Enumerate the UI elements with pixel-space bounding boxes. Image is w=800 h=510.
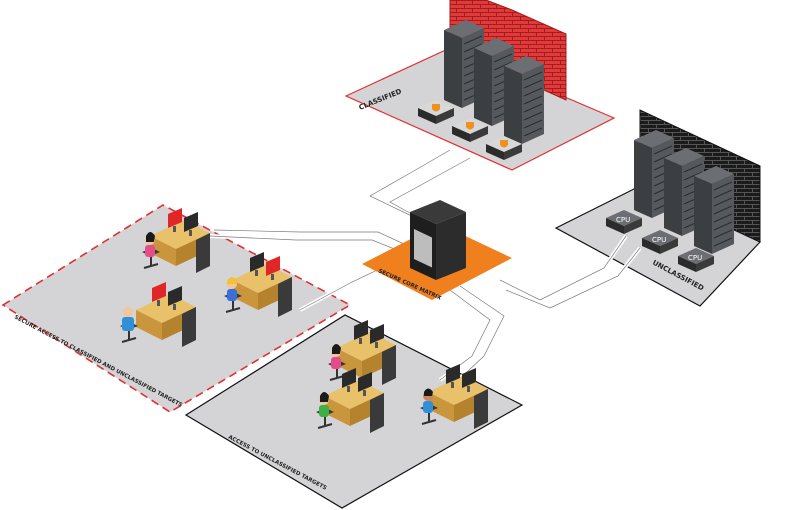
workstation xyxy=(315,368,384,433)
secure-access-workstations xyxy=(119,208,292,347)
cpu-label-2: CPU xyxy=(652,236,666,244)
secure-core-matrix-cabinet xyxy=(410,200,466,280)
workstation xyxy=(141,208,210,273)
network-cable-outlines xyxy=(209,149,641,387)
cpu-label-1: CPU xyxy=(616,216,630,224)
cpu-unit: CPU xyxy=(642,230,678,254)
unclassified-access-workstations xyxy=(315,320,488,433)
workstation xyxy=(419,364,488,429)
workstation xyxy=(119,282,196,347)
workstation xyxy=(223,252,292,317)
cpu-unit: CPU xyxy=(606,210,642,234)
cpu-label-3: CPU xyxy=(688,254,702,262)
cpu-unit: CPU xyxy=(678,248,714,272)
workstation xyxy=(327,320,396,385)
